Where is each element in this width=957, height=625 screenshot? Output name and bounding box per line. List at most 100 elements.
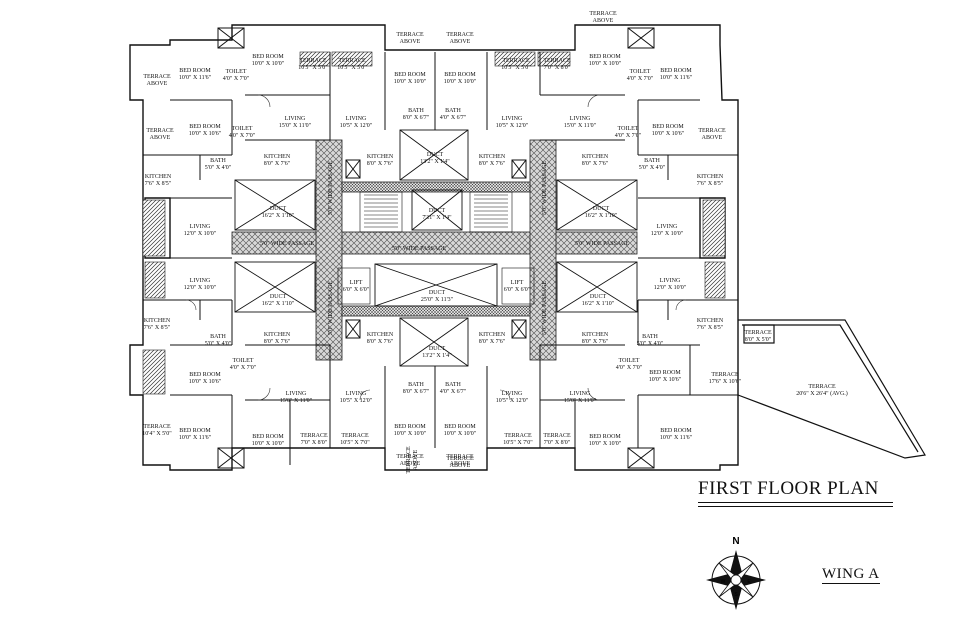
room-name: TERRACE bbox=[146, 128, 174, 134]
room-dimension: 8'0" X 7'6" bbox=[367, 161, 394, 167]
room-dimension: 10'0" X 11'6" bbox=[660, 75, 693, 81]
room-name: LIVING bbox=[285, 116, 306, 122]
room-dimension: 10'0" X 10'6" bbox=[189, 379, 222, 385]
room-dimension: 5'0" X 4'0" bbox=[637, 341, 664, 347]
room-name: LIVING bbox=[346, 116, 367, 122]
room-name: BATH bbox=[445, 108, 461, 114]
room-dimension: 10'0" X 10'0" bbox=[252, 61, 285, 67]
room-name: KITCHEN bbox=[367, 154, 394, 160]
room-dimension: 7'6" X 8'5" bbox=[697, 181, 724, 187]
room-dimension: 10'5" X 12'0" bbox=[496, 123, 529, 129]
room-name: DUCT bbox=[590, 294, 607, 300]
room-name: TERRACE bbox=[446, 32, 474, 38]
duct-boxes bbox=[234, 129, 638, 367]
passage-label-central: 5'0" WIDE PASSAGE bbox=[392, 246, 447, 252]
room-name: KITCHEN bbox=[479, 154, 506, 160]
room-name: LIVING bbox=[502, 391, 523, 397]
room-dimension: 6'0" X 6'0" bbox=[343, 287, 370, 293]
room-dimension: 10'0" X 10'6" bbox=[652, 131, 685, 137]
room-dimension: 10'0" X 10'0" bbox=[589, 61, 622, 67]
room-dimension: 10'0" X 10'0" bbox=[444, 79, 477, 85]
room-dimension: 6'0" X 6'0" bbox=[504, 287, 531, 293]
room-name: LIVING bbox=[657, 224, 678, 230]
room-name: DUCT bbox=[593, 206, 610, 212]
room-dimension: 15'0" X 11'0" bbox=[564, 123, 597, 129]
room-name: TERRACE bbox=[808, 384, 836, 390]
passage-label-right: 5'0" WIDE PASSAGE bbox=[575, 241, 630, 247]
room-dimension: 8'0" X 7'6" bbox=[582, 339, 609, 345]
room-dimension: 10'5" X 7'0" bbox=[340, 440, 370, 446]
room-name: TERRACE bbox=[504, 433, 532, 439]
room-name: TERRACE bbox=[446, 454, 474, 460]
room-dimension: 16'2" X 1'10" bbox=[585, 213, 618, 219]
room-name: LIVING bbox=[286, 391, 307, 397]
room-name: LIVING bbox=[190, 224, 211, 230]
room-dimension: 12'0" X 10'0" bbox=[651, 231, 684, 237]
room-dimension: 7'0" X 8'0" bbox=[544, 440, 571, 446]
room-name: LIFT bbox=[350, 280, 363, 286]
room-dimension: 10'0" X 10'0" bbox=[589, 441, 622, 447]
room-dimension: 10'5" X 5'0" bbox=[298, 65, 328, 71]
room-name: DUCT bbox=[429, 290, 446, 296]
interior-walls bbox=[143, 27, 738, 469]
room-dimension: 16'2" X 1'10" bbox=[262, 213, 295, 219]
room-name: BED ROOM bbox=[252, 434, 284, 440]
room-name: KITCHEN bbox=[144, 318, 171, 324]
room-name: LIVING bbox=[502, 116, 523, 122]
room-name: TERRACE bbox=[446, 456, 474, 462]
room-name: TERRACE bbox=[543, 58, 571, 64]
room-dimension: 20'6" X 26'4" (AVG.) bbox=[796, 390, 848, 397]
room-name: DUCT bbox=[429, 208, 446, 214]
room-dimension: 10'5" X 12'0" bbox=[340, 123, 373, 129]
room-dimension: 8'0" X 7'6" bbox=[367, 339, 394, 345]
room-name: TOILET bbox=[226, 69, 247, 75]
room-dimension: 10'4" X 5'0" bbox=[142, 431, 172, 437]
room-dimension: 17'6" X 10'6" bbox=[709, 379, 742, 385]
room-name: DUCT bbox=[270, 294, 287, 300]
wall-hatching bbox=[142, 51, 726, 395]
room-dimension: ABOVE bbox=[450, 463, 471, 469]
room-dimension: 8'0" X 6'7" bbox=[403, 389, 430, 395]
room-name: BED ROOM bbox=[652, 124, 684, 130]
room-dimension: 10'0" X 10'0" bbox=[252, 441, 285, 447]
room-dimension: 10'5" X 12'0" bbox=[340, 398, 373, 404]
room-dimension: 8'0" X 7'6" bbox=[479, 339, 506, 345]
room-name: TOILET bbox=[233, 358, 254, 364]
room-dimension: 4'0" X 7'0" bbox=[616, 365, 643, 371]
room-name: KITCHEN bbox=[479, 332, 506, 338]
passage-hatch bbox=[231, 139, 638, 361]
room-name: TERRACE bbox=[300, 433, 328, 439]
room-labels: TERRACEABOVETERRACEABOVETERRACEABOVETERR… bbox=[142, 11, 848, 474]
room-name: KITCHEN bbox=[582, 154, 609, 160]
big-terrace-outline bbox=[737, 319, 926, 459]
room-dimension: ABOVE bbox=[400, 39, 421, 45]
room-label: TERRACE ABOVE bbox=[446, 456, 474, 469]
